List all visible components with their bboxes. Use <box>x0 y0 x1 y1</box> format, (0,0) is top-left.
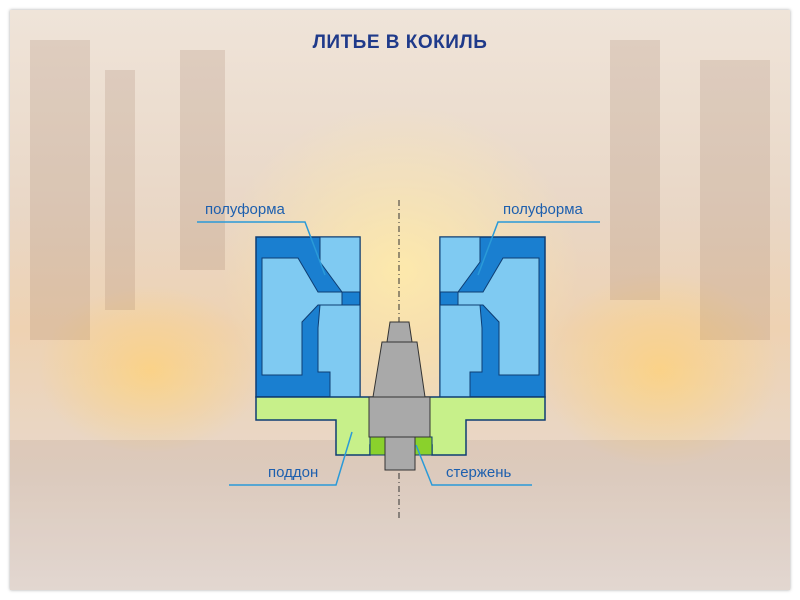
left-half-mold <box>256 237 360 397</box>
core-stem <box>385 437 415 470</box>
label-left-half-mold: полуформа <box>205 201 286 218</box>
right-half-mold <box>440 237 545 397</box>
label-tray: поддон <box>268 464 318 481</box>
label-core: стержень <box>446 464 512 481</box>
core-cone <box>373 342 425 397</box>
core-base <box>369 397 430 437</box>
core-top <box>387 322 412 342</box>
label-right-half-mold: полуформа <box>503 201 584 218</box>
